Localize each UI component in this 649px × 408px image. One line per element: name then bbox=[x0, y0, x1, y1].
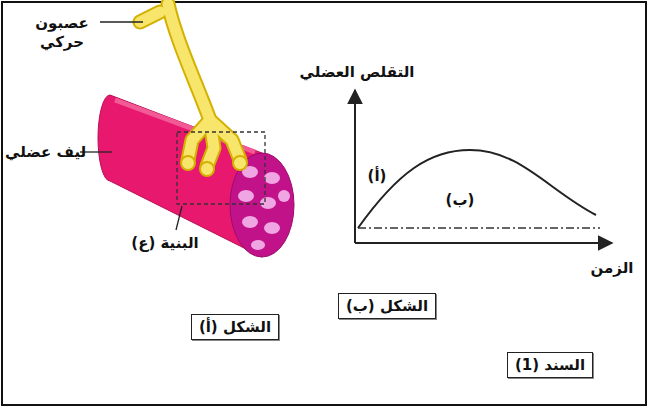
axis-label: الزمن bbox=[591, 259, 634, 278]
graph-axes bbox=[355, 90, 612, 243]
neuron-label: عصبون حركي bbox=[30, 14, 94, 52]
caption-box: الشكل (ب) bbox=[338, 293, 436, 320]
motor-neuron bbox=[140, 4, 247, 176]
caption-box: السند (1) bbox=[507, 352, 593, 379]
caption-text: السند (1) bbox=[515, 356, 585, 375]
structure-label: البنية (ع) bbox=[131, 234, 198, 253]
leader-lines bbox=[80, 22, 182, 230]
dashed-frame bbox=[177, 132, 265, 204]
region-label: (ب) bbox=[446, 191, 475, 210]
axis-label: التقلص العضلي bbox=[300, 63, 415, 82]
region-label: (أ) bbox=[368, 167, 387, 186]
contraction-curve bbox=[358, 150, 596, 228]
baseline bbox=[358, 227, 600, 229]
muscle-fiber bbox=[98, 95, 294, 257]
fiber-label: ليف عضلي bbox=[5, 143, 86, 162]
caption-text: الشكل (ب) bbox=[346, 297, 428, 316]
caption-box: الشكل (أ) bbox=[191, 314, 279, 341]
caption-text: الشكل (أ) bbox=[199, 318, 271, 337]
